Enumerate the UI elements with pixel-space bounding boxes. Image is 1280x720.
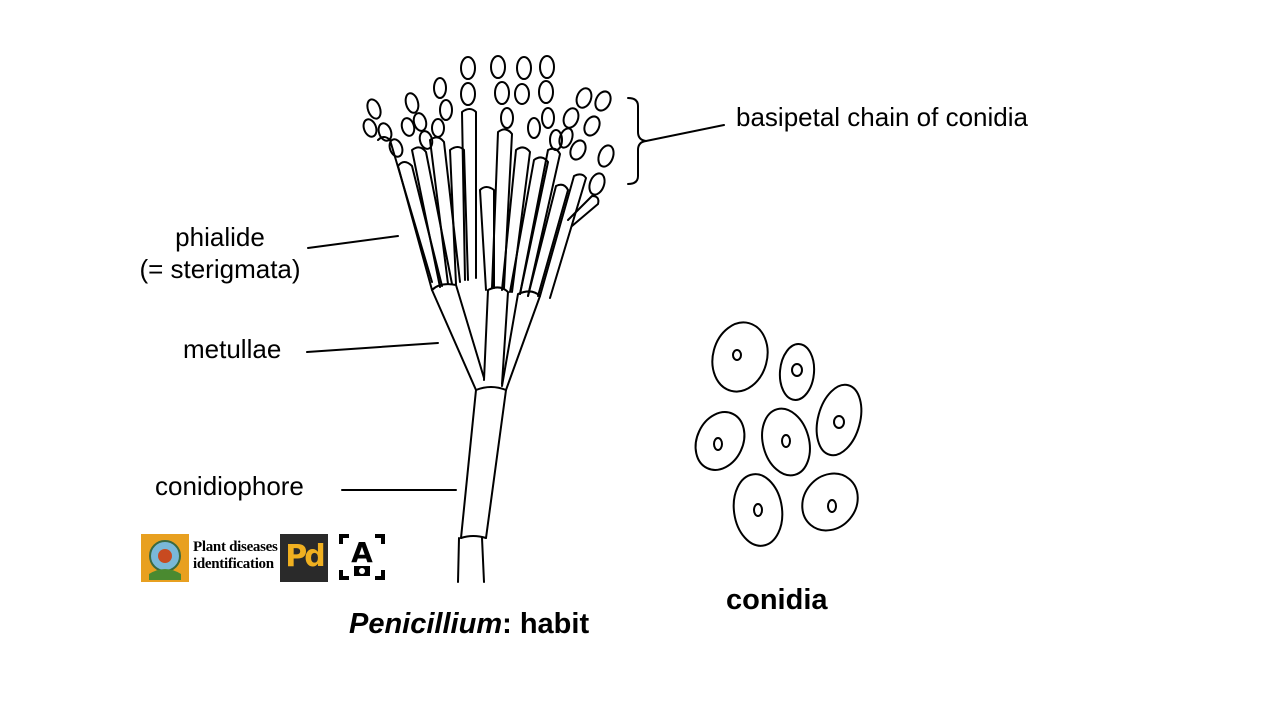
chain-leader-line — [645, 124, 725, 142]
plant-diseases-logo-line1: Plant diseases — [193, 539, 278, 555]
phialide-label-line2: (= sterigmata) — [139, 254, 301, 284]
conidia-chains — [362, 55, 615, 196]
phialides — [377, 108, 600, 299]
plant-diseases-logo-line2: identification — [193, 556, 274, 572]
caption-genus: Penicillium — [349, 608, 503, 640]
phialide-label: phialide (= sterigmata) — [120, 221, 320, 285]
pd-logo-text: Pd — [285, 539, 325, 574]
a-camera-logo-text: A — [351, 536, 373, 569]
loose-conidia — [694, 321, 863, 547]
a-camera-logo: A — [337, 532, 387, 582]
conidiophore-stalk — [457, 386, 507, 583]
phialide-label-line1: phialide — [175, 222, 265, 252]
camera-icon — [339, 534, 385, 580]
globe-leaf-icon — [141, 534, 189, 582]
caption-rest: : habit — [502, 608, 590, 640]
pd-logo: Pd — [280, 534, 328, 582]
basipetal-chain-label: basipetal chain of conidia — [736, 102, 1028, 132]
metullae-label: metullae — [183, 334, 282, 364]
conidiophore-label: conidiophore — [155, 471, 304, 501]
phialide-leader-line — [307, 235, 399, 249]
plant-diseases-logo: Plant diseases identification — [141, 534, 281, 582]
figure-caption: Penicillium: habit — [349, 606, 589, 642]
conidia-label: conidia — [726, 584, 828, 616]
chain-bracket — [627, 97, 647, 185]
metullae — [431, 283, 541, 391]
metullae-leader-line — [306, 342, 439, 353]
